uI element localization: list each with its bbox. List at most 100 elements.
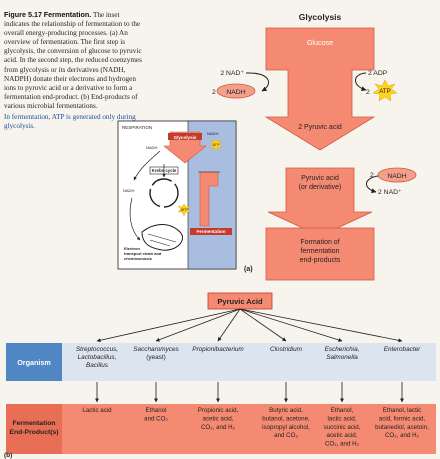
organism-name: Saccharomyces — [133, 346, 179, 353]
caption-highlight: In fermentation, ATP is generated only d… — [4, 113, 136, 131]
end-product-text: Lactic acid — [82, 407, 112, 414]
inset-nadh-left: NADH — [146, 145, 157, 150]
end-product-text: butanediol, acetoin, — [375, 424, 429, 431]
figure-number: Figure 5.17 — [4, 10, 42, 19]
organism-label: Organism — [17, 358, 51, 367]
atp-coefficient: 2 — [366, 89, 370, 96]
endproduct-label-line2: End-Product(s) — [9, 429, 58, 436]
nadh-label: NADH — [226, 89, 245, 96]
branch-line — [239, 308, 343, 342]
etc-label-line2: transport chain and — [124, 251, 162, 256]
pyruvate-reduction-arrow — [267, 167, 373, 237]
mini-glycolysis-label: Glycolysis — [174, 135, 197, 140]
figure-caption: Figure 5.17 Fermentation. The inset indi… — [4, 10, 142, 131]
fermentation-columns: Streptococcus,Lactobacillus,BacillusLact… — [76, 346, 429, 448]
end-product-text: Propionic acid, — [198, 407, 239, 414]
formation-box — [265, 227, 375, 281]
organism-name: Salmonella — [326, 354, 358, 361]
end-product-text: Butyric acid, — [269, 407, 303, 414]
respiration-inset: RESPIRATION Glycolysis NADH ATP NADH Kre… — [117, 120, 237, 270]
pyruvic-derivative-line1: Pyruvic acid — [301, 175, 339, 182]
end-product-text: Ethanol, — [331, 407, 354, 414]
organism-band — [6, 343, 436, 381]
mini-fermentation-box — [190, 228, 232, 235]
pyruvic-acid-label: 2 Pyruvic acid — [298, 124, 342, 131]
nadh-pill — [216, 83, 256, 99]
endproduct-band — [6, 404, 436, 454]
organism-name: Enterobacter — [384, 346, 421, 353]
adp-label: 2 ADP — [368, 70, 388, 77]
end-product-text: acid, formic acid, — [379, 415, 426, 422]
end-product-text: CO₂, and H₂ — [325, 441, 360, 448]
organism-name: Propionibacterium — [192, 346, 244, 353]
endproduct-label-box — [6, 404, 62, 454]
inset-nadh-mid: NADH — [123, 188, 134, 193]
nad-in-label: 2 NAD⁺ — [220, 70, 244, 77]
formation-line1: Formation of — [300, 239, 339, 246]
mini-fermentation-label: Fermentation — [196, 229, 225, 234]
atp-synthesis-arrow — [355, 72, 367, 92]
organism-name: Escherichia, — [325, 346, 360, 353]
end-product-text: lactic acid, — [328, 415, 357, 422]
krebs-cycle-icon — [149, 178, 179, 208]
nadh-oxidation-arrow — [366, 175, 379, 194]
organism-name: Clostridium — [270, 346, 303, 353]
organism-label-box — [6, 343, 62, 381]
end-product-text: isopropyl alcohol, — [262, 424, 310, 431]
panel-a-label: (a) — [244, 266, 253, 273]
end-product-text: CO₂, and H₂ — [385, 432, 420, 439]
nad-reduction-arrow — [245, 72, 270, 92]
pyruvic-derivative-line2: (or derivative) — [299, 184, 342, 191]
end-product-text: succinic acid, — [324, 424, 361, 431]
glycolysis-heading: Glycolysis — [299, 12, 342, 22]
end-product-text: and CO₂ — [274, 432, 298, 439]
branch-line — [155, 308, 241, 342]
etc-label-line1: Electron — [124, 246, 141, 251]
nadh2-pill — [377, 167, 417, 183]
inset-nadh-arrow — [133, 150, 161, 181]
electron-transport-icon — [141, 224, 184, 251]
figure-title: Fermentation. — [43, 10, 92, 19]
nadh-coefficient: 2 — [212, 89, 216, 96]
nadh2-label: NADH — [387, 173, 406, 180]
nadh2-coefficient: 2 — [370, 172, 374, 179]
atp-star-icon — [372, 79, 398, 102]
end-product-text: Ethanol, lactic — [383, 407, 422, 414]
branch-line — [239, 308, 287, 342]
tree-branches — [95, 308, 404, 403]
electron-transport-detail — [147, 233, 177, 247]
nad-out-label: 2 NAD⁺ — [378, 189, 402, 196]
organism-name: Streptococcus, — [76, 346, 118, 353]
panel-b-label: (b) — [4, 452, 12, 459]
organism-name: (yeast) — [146, 354, 166, 361]
branch-line — [96, 308, 241, 343]
formation-line2: fermentation — [301, 248, 340, 255]
end-product-text: CO₂, and H₂ — [201, 424, 236, 431]
inset-atp-mid: ATP — [181, 208, 188, 212]
organism-name: Lactobacillus, — [78, 354, 117, 361]
pyruvic-acid-root-label: Pyruvic Acid — [217, 297, 263, 306]
inset-atp-mid-icon — [177, 203, 191, 217]
inset-etc-arrow — [129, 197, 141, 241]
branch-line — [217, 308, 241, 342]
atp-label: ATP — [379, 89, 390, 95]
end-product-text: and CO₂ — [144, 415, 168, 422]
glycolysis-arrow — [264, 27, 376, 151]
endproduct-label-line1: Fermentation — [12, 420, 55, 427]
inset-atp-top-icon — [209, 138, 223, 152]
branch-line — [239, 308, 403, 343]
inset-nadh-top: NADH — [207, 131, 218, 136]
end-product-text: acetic acid, — [203, 415, 234, 422]
etc-label-line3: chemiosmosis — [124, 256, 153, 261]
glucose-label: Glucose — [307, 38, 333, 47]
formation-line3: end-products — [300, 257, 341, 264]
inset-atp-top: ATP — [213, 143, 220, 147]
respiration-label: RESPIRATION — [122, 125, 152, 130]
organism-name: Bacillus — [86, 362, 109, 369]
end-product-text: Ethanol — [146, 407, 167, 414]
caption-body: The inset indicates the relationship of … — [4, 11, 142, 110]
mini-glycolysis-box — [168, 133, 202, 140]
end-product-text: butanol, acetone, — [262, 415, 310, 422]
end-product-text: acetic acid, — [327, 432, 358, 439]
